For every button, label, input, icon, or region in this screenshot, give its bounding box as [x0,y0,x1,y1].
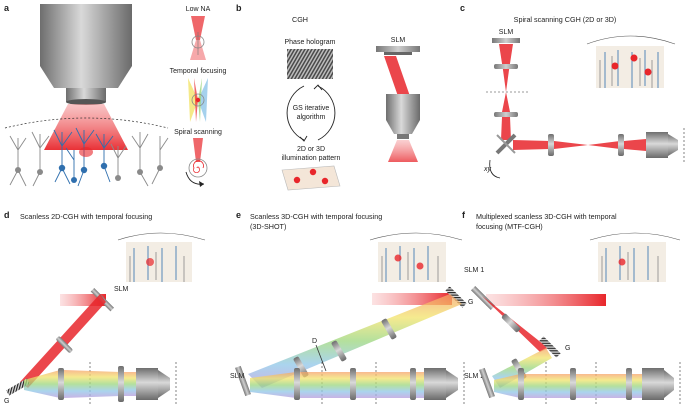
label-phase-hologram: Phase hologram [285,39,336,46]
phase-hologram-image [287,49,333,79]
objective-e [424,368,458,400]
panel-f: f Multiplexed scanless 3D-CGH with tempo… [462,210,681,404]
grating-d [6,378,30,396]
label-spiral-scanning: Spiral scanning [174,129,222,136]
panel-d: d Scanless 2D-CGH with temporal focusing… [4,210,206,405]
tissue-inset-e [369,232,463,282]
label-d-e: D [312,338,317,345]
panel-a-letter: a [4,3,10,13]
label-gs-algorithm-1: GS iterative [293,105,330,112]
panel-e-letter: e [236,210,241,220]
cycle-arrow-left [286,85,305,141]
xy-scan-mirror [495,133,517,155]
label-slm-c: SLM [499,29,514,36]
label-slm-b: SLM [391,37,406,44]
panel-c-letter: c [460,3,465,13]
tissue-inset-c [586,35,676,88]
panel-d-letter: d [4,210,10,220]
focal-spot [79,147,93,157]
illumination-pattern [281,165,341,191]
panel-e-title-1: Scanless 3D-CGH with temporal focusing [250,212,382,221]
objective-lens [40,4,132,105]
label-slm2-f: SLM 2 [464,373,484,380]
objective-d [136,368,170,400]
tissue-surface [4,117,169,129]
diffuser-d [315,344,327,372]
slm2-f [479,367,495,399]
label-xy: xy [483,166,492,173]
excitation-beam [44,104,128,150]
label-g-d: G [4,398,9,405]
grating-e [445,286,467,308]
panel-b: b CGH Phase hologram GS iterative algori… [236,3,420,191]
cycle-arrow-right [317,85,336,141]
slm-c [492,38,520,43]
label-slm1-f: SLM 1 [464,267,484,274]
label-temporal-focusing: Temporal focusing [170,68,227,75]
slm-e [235,365,251,397]
panel-f-title-2: focusing (MTF-CGH) [476,222,543,231]
panel-f-letter: f [462,210,466,220]
label-g-e: G [468,299,473,306]
grating-f [539,336,561,358]
panel-e-title-2: (3D-SHOT) [250,222,286,231]
panel-b-letter: b [236,3,242,13]
objective-c [646,132,678,158]
panel-a: a [4,3,227,187]
panel-c: c Spiral scanning CGH (2D or 3D) SLM xy [460,3,685,179]
tissue-inset-f [589,232,681,282]
panel-d-title: Scanless 2D-CGH with temporal focusing [20,212,152,221]
inset-temporal-focusing [188,78,208,122]
inset-low-na [190,16,206,60]
objective-f [642,368,674,400]
label-slm-e: SLM [230,373,245,380]
label-slm-d: SLM [114,286,129,293]
slm1-f [470,285,496,311]
objective-b [386,94,420,139]
neuron-field [9,127,169,187]
inset-spiral-scanning [185,138,208,187]
label-gs-algorithm-2: algorithm [297,114,326,121]
panel-f-title-1: Multiplexed scanless 3D-CGH with tempora… [476,212,617,221]
tissue-inset-d [117,232,206,282]
panel-b-title: CGH [292,15,308,24]
label-pattern-1: 2D or 3D [297,146,325,153]
label-g-f: G [565,345,570,352]
label-pattern-2: illumination pattern [282,155,341,162]
slm-b [376,46,420,55]
label-low-na: Low NA [186,6,211,13]
beam-b [384,56,412,102]
panel-c-title: Spiral scanning CGH (2D or 3D) [514,15,617,24]
panel-e: e Scanless 3D-CGH with temporal focusing… [230,210,473,404]
